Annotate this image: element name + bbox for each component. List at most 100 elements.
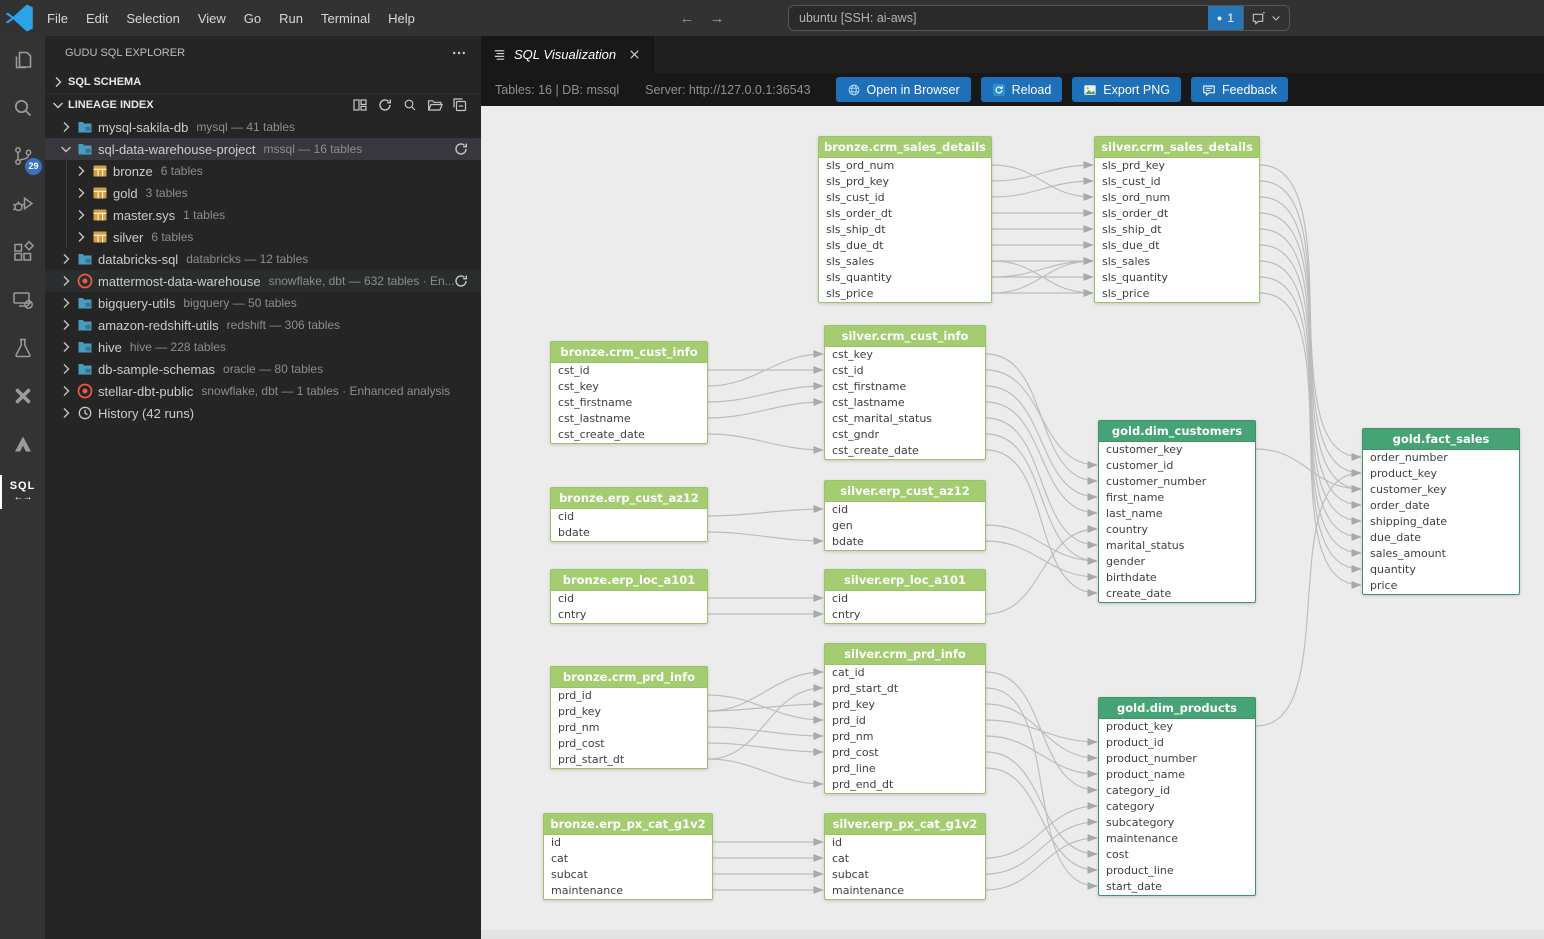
table-column-sls_sales[interactable]: sls_sales [1102,255,1151,268]
table-column-price[interactable]: price [1370,579,1398,592]
table-column-shipping_date[interactable]: shipping_date [1370,515,1448,528]
refresh-icon[interactable] [453,273,469,289]
table-column-prd_id[interactable]: prd_id [558,689,592,702]
menu-selection[interactable]: Selection [126,10,180,26]
table-column-sls_price[interactable]: sls_price [1102,287,1150,300]
table-column-country[interactable]: country [1106,523,1149,536]
table-column-cntry[interactable]: cntry [832,608,861,621]
table-column-subcategory[interactable]: subcategory [1106,816,1175,829]
table-column-birthdate[interactable]: birthdate [1106,571,1157,584]
table-column-maintenance[interactable]: maintenance [551,884,624,897]
table-column-product_id[interactable]: product_id [1106,736,1164,749]
activity-a-extension[interactable] [0,420,45,468]
lineage-tool-folder-open[interactable] [427,97,443,113]
table-column-cid[interactable]: cid [558,592,575,605]
table-column-cst_lastname[interactable]: cst_lastname [558,412,631,425]
table-column-cid[interactable]: cid [558,510,575,523]
table-column-cntry[interactable]: cntry [558,608,587,621]
table-column-category[interactable]: category [1106,800,1155,813]
table-column-sls_ord_num[interactable]: sls_ord_num [1102,191,1171,204]
table-column-cst_firstname[interactable]: cst_firstname [832,380,907,393]
table-header[interactable]: bronze.crm_cust_info [551,342,707,363]
table-header[interactable]: bronze.crm_sales_details [819,137,991,158]
table-column-id[interactable]: id [551,836,562,849]
table-column-customer_key[interactable]: customer_key [1106,443,1183,456]
table-column-sls_price[interactable]: sls_price [826,287,874,300]
table-column-bdate[interactable]: bdate [558,526,590,539]
table-column-prd_key[interactable]: prd_key [832,698,876,711]
table-column-cst_gndr[interactable]: cst_gndr [832,428,880,441]
table-column-prd_nm[interactable]: prd_nm [558,721,600,734]
table-column-sls_due_dt[interactable]: sls_due_dt [826,239,884,252]
activity-run-debug[interactable] [0,180,45,228]
table-column-subcat[interactable]: subcat [551,868,588,881]
table-column-sls_cust_id[interactable]: sls_cust_id [826,191,885,204]
table-column-maintenance[interactable]: maintenance [832,884,905,897]
table-column-product_line[interactable]: product_line [1106,864,1174,877]
table-column-category_id[interactable]: category_id [1106,784,1171,797]
menu-run[interactable]: Run [279,10,303,26]
lineage-tool-collapse-all[interactable] [452,97,468,113]
activity-testing[interactable] [0,324,45,372]
table-column-start_date[interactable]: start_date [1106,880,1162,893]
menu-view[interactable]: View [197,10,226,26]
table-column-maintenance[interactable]: maintenance [1106,832,1179,845]
table-column-cid[interactable]: cid [832,503,849,516]
table-column-sls_prd_key[interactable]: sls_prd_key [1102,159,1166,172]
table-column-order_number[interactable]: order_number [1370,451,1448,464]
reload-button[interactable]: Reload [980,77,1063,102]
search-input[interactable]: ubuntu [SSH: ai-aws] [788,5,1208,31]
table-header[interactable]: bronze.crm_prd_info [551,667,707,688]
table-column-sls_ord_num[interactable]: sls_ord_num [826,159,895,172]
chat-menu[interactable] [1244,5,1290,31]
table-column-sls_ship_dt[interactable]: sls_ship_dt [1102,223,1162,236]
table-column-cst_create_date[interactable]: cst_create_date [558,428,645,441]
table-column-prd_id[interactable]: prd_id [832,714,866,727]
table-column-cat[interactable]: cat [832,852,850,865]
table-column-id[interactable]: id [832,836,843,849]
activity-search[interactable] [0,84,45,132]
menu-file[interactable]: File [47,10,68,26]
table-column-prd_line[interactable]: prd_line [832,762,876,775]
table-column-cost[interactable]: cost [1106,848,1129,861]
more-actions-icon[interactable] [451,45,467,61]
activity-explorer[interactable] [0,36,45,84]
table-column-last_name[interactable]: last_name [1106,507,1163,520]
nav-forward-icon[interactable]: → [709,9,725,27]
lineage-tool-search[interactable] [402,97,418,113]
menu-edit[interactable]: Edit [85,10,109,26]
menu-help[interactable]: Help [388,10,415,26]
table-header[interactable]: gold.dim_customers [1099,421,1255,442]
table-column-quantity[interactable]: quantity [1370,563,1416,576]
table-header[interactable]: gold.fact_sales [1363,429,1519,450]
table-column-product_number[interactable]: product_number [1106,752,1197,765]
table-column-sls_sales[interactable]: sls_sales [826,255,875,268]
table-header[interactable]: silver.erp_loc_a101 [825,570,985,591]
table-column-cst_firstname[interactable]: cst_firstname [558,396,633,409]
table-header[interactable]: silver.crm_cust_info [825,326,985,347]
table-column-cst_create_date[interactable]: cst_create_date [832,444,919,457]
table-header[interactable]: bronze.erp_loc_a101 [551,570,707,591]
table-column-cat_id[interactable]: cat_id [832,666,865,679]
table-header[interactable]: bronze.erp_cust_az12 [551,488,707,509]
activity-extensions[interactable] [0,228,45,276]
